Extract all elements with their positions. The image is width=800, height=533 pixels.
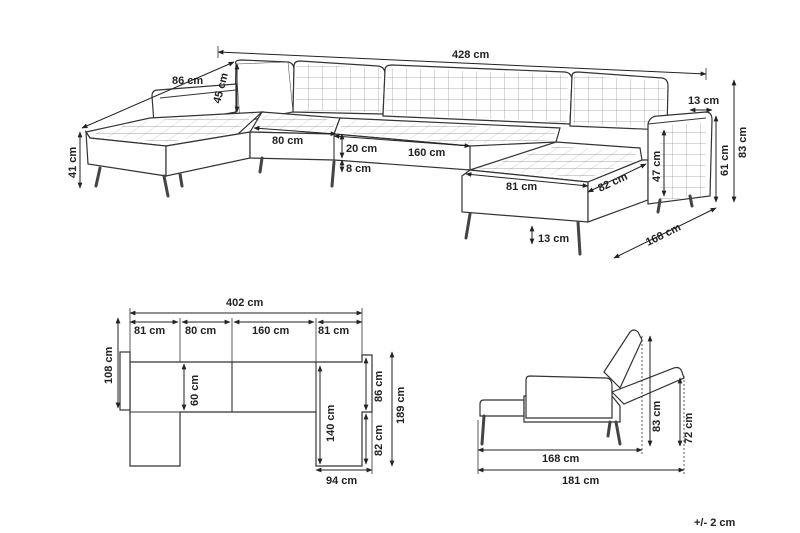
sofa-leg	[576, 220, 582, 256]
plan-left-depth-label: 108 cm	[103, 346, 115, 384]
back-height-label: 61 cm	[719, 145, 731, 176]
side-leg	[614, 420, 622, 446]
leg-height-label: 13 cm	[538, 233, 569, 245]
side-bed-length-label: 181 cm	[562, 475, 600, 487]
side-seat-base	[479, 399, 525, 417]
sofa-leg	[656, 198, 662, 214]
sofa-side-view: 83 cm 72 cm 168 cm 181 cm	[477, 329, 695, 487]
tolerance-note: +/- 2 cm	[694, 517, 735, 529]
plan-overall-width-label: 402 cm	[226, 297, 264, 309]
cushion-thickness-label: 20 cm	[346, 143, 377, 155]
sofa-leg	[162, 174, 170, 198]
middle-width-label: 160 cm	[408, 147, 446, 159]
chaise-seat-width-label: 81 cm	[506, 181, 537, 193]
plan-right-total-label: 189 cm	[395, 386, 407, 424]
arm-height-label: 47 cm	[651, 151, 663, 182]
side-bed-height-label: 83 cm	[651, 401, 663, 432]
plan-segment-3-label: 160 cm	[252, 325, 290, 337]
side-reclined-back	[603, 329, 643, 390]
gap-label: 8 cm	[346, 163, 371, 175]
plan-chaise-width-label: 94 cm	[326, 475, 357, 487]
total-height-label: 83 cm	[737, 127, 749, 158]
seat-height-label: 41 cm	[67, 147, 79, 178]
side-leg	[480, 414, 486, 446]
sofa-perspective-view: 428 cm 86 cm 45 cm 41 cm 80 cm 20 cm 8 c…	[67, 46, 749, 259]
armrest-width-label: 13 cm	[688, 95, 719, 107]
side-back-height-label: 72 cm	[683, 413, 695, 444]
total-depth-label: 168 cm	[644, 221, 683, 248]
sofa-leg	[688, 194, 694, 208]
sofa-leg	[178, 172, 184, 188]
chaise-depth-label: 86 cm	[172, 75, 203, 87]
sofa-leg	[94, 166, 102, 188]
overall-width-label: 428 cm	[452, 49, 490, 61]
plan-seat-depth-label: 60 cm	[189, 375, 201, 406]
seat-width-left-label: 80 cm	[272, 135, 303, 147]
side-backrest-cushion	[525, 375, 613, 419]
sofa-plan-view: 402 cm 81 cm 80 cm 160 cm 81 cm 108 cm 6…	[103, 297, 407, 487]
side-seat-depth-label: 168 cm	[542, 453, 580, 465]
plan-chaise-length-label: 140 cm	[325, 404, 337, 442]
plan-right-upper-label: 86 cm	[373, 371, 385, 402]
plan-segment-2-label: 80 cm	[185, 325, 216, 337]
side-leg	[606, 420, 612, 438]
sofa-leg	[330, 160, 336, 188]
plan-right-lower-label: 82 cm	[373, 425, 385, 456]
plan-segment-4-label: 81 cm	[318, 325, 349, 337]
sofa-leg	[464, 212, 472, 240]
sofa-leg	[258, 156, 264, 174]
plan-segment-1-label: 81 cm	[134, 325, 165, 337]
